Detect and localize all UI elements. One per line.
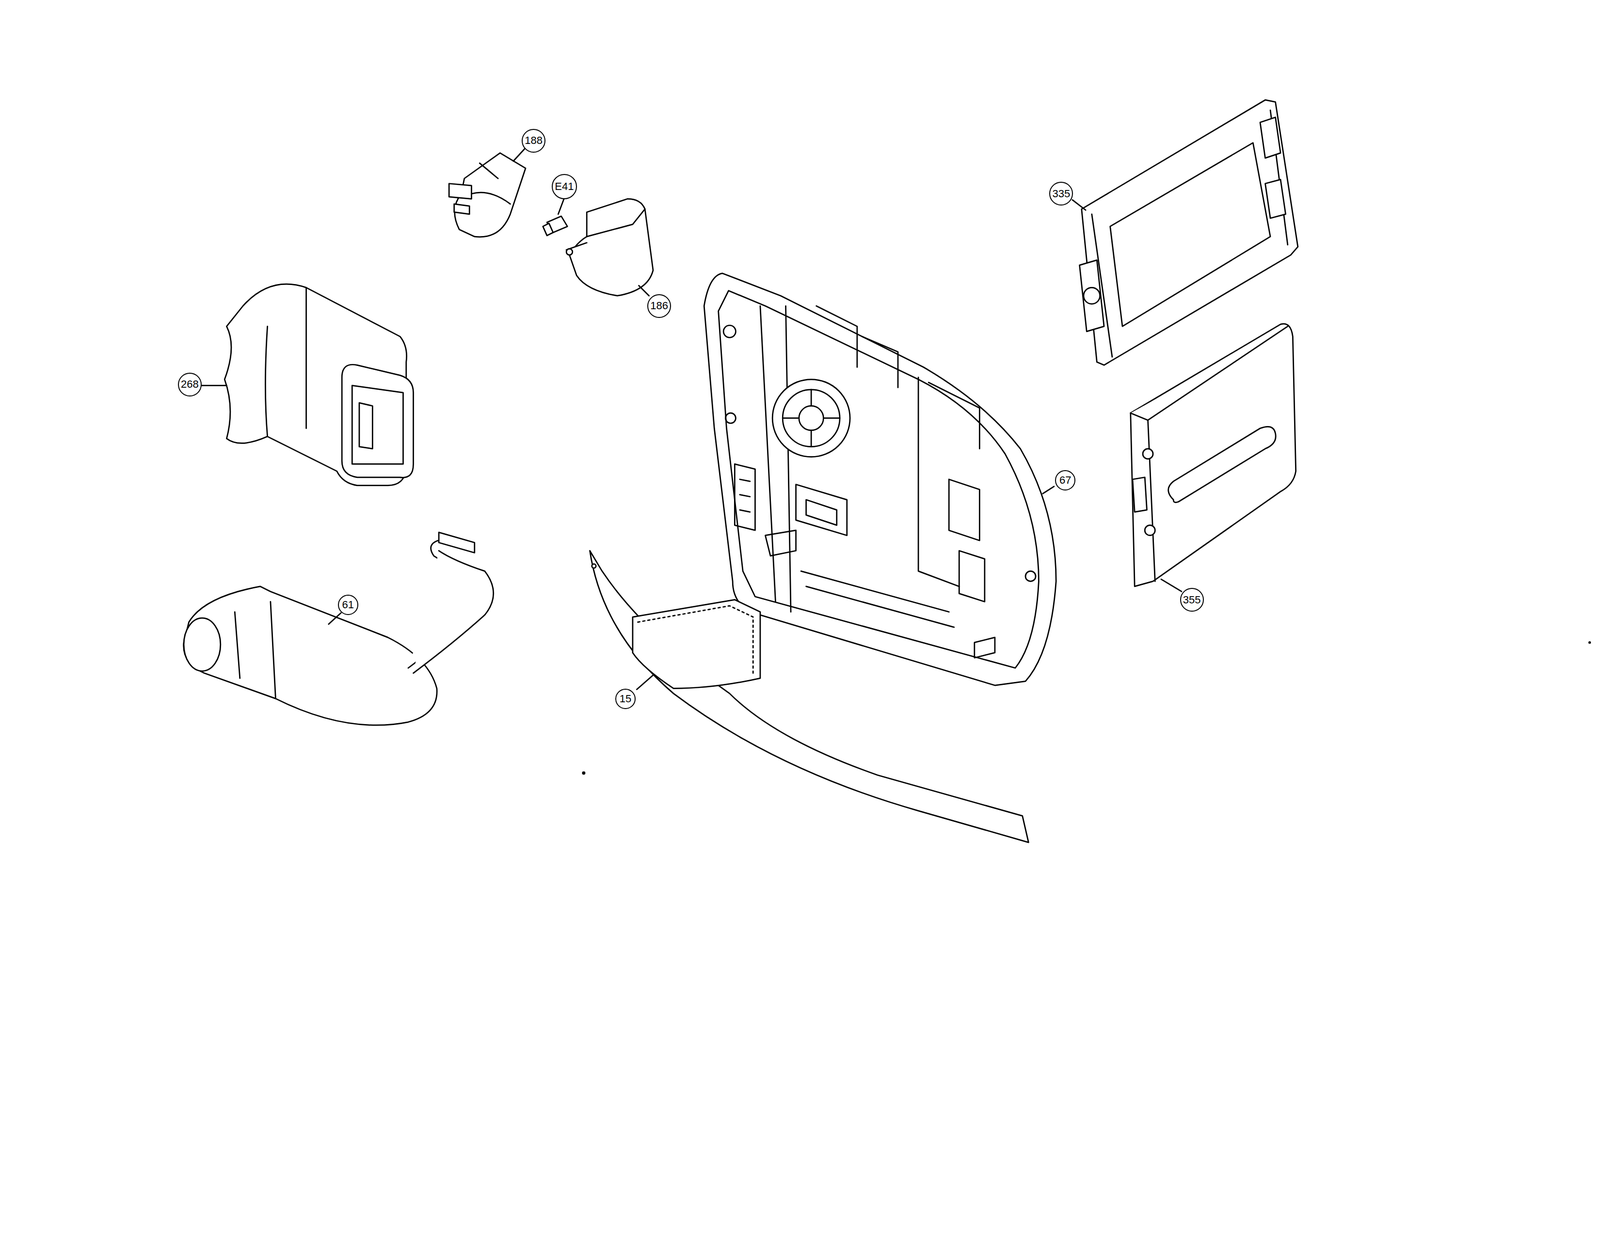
hand-strap-part — [592, 564, 596, 569]
callout-number: 188 — [521, 128, 546, 153]
stray-dot — [1588, 641, 1591, 644]
grip-hood-part — [352, 385, 403, 464]
grip-hood-part — [265, 287, 306, 437]
callout-number: 15 — [615, 688, 636, 710]
cassette-cover-part — [1130, 326, 1288, 582]
callout-number: E41 — [551, 174, 577, 200]
hand-strap — [590, 550, 1029, 843]
callout-number: 335 — [1049, 181, 1073, 206]
cover-part — [566, 248, 573, 256]
cover — [566, 198, 654, 296]
side-panel-part — [760, 305, 791, 612]
callout-number: 268 — [177, 372, 202, 397]
callout-number: 61 — [337, 594, 359, 616]
side-panel-part — [725, 413, 736, 424]
leader-lines-part — [513, 148, 525, 161]
callout-text: 268 — [180, 378, 199, 391]
callout-text: 188 — [524, 134, 543, 147]
side-panel-part — [948, 479, 985, 603]
side-panel-part — [723, 325, 736, 338]
leader-lines-part — [1072, 199, 1086, 210]
lcd-frame — [1079, 99, 1298, 366]
viewfinder-part — [413, 550, 494, 674]
callout-text: 61 — [341, 598, 354, 612]
callout-text: 355 — [1183, 593, 1201, 607]
side-panel-part — [772, 379, 850, 458]
side-panel-part — [718, 290, 1040, 669]
hand-strap-part — [632, 599, 761, 689]
screw — [543, 216, 568, 236]
side-panel-part — [765, 530, 796, 557]
stray-dot — [582, 772, 585, 775]
side-panel-part — [806, 499, 837, 526]
leader-lines-part — [636, 675, 654, 690]
lcd-frame-part — [1110, 143, 1271, 327]
cassette-cover-part — [1144, 525, 1155, 536]
hand-strap-part — [637, 606, 753, 674]
callout-number: 67 — [1055, 470, 1076, 491]
viewfinder-part — [183, 586, 437, 726]
viewfinder-part — [183, 618, 221, 672]
callout-number: 186 — [647, 294, 672, 319]
side-panel-part — [782, 389, 840, 448]
side-panel-part — [782, 389, 840, 448]
callout-text: 186 — [650, 299, 669, 313]
leader-lines-part — [558, 197, 565, 215]
grip-hood-part — [341, 364, 414, 478]
lcd-frame-part — [1091, 110, 1288, 357]
side-panel-part — [974, 637, 995, 658]
hand-strap-part — [590, 550, 1029, 843]
leader-lines — [201, 148, 1182, 690]
lcd-frame-part — [1260, 117, 1286, 219]
grip-hood — [224, 284, 414, 486]
lcd-frame-part — [1081, 99, 1298, 366]
viewfinder — [183, 532, 494, 726]
callout-text: 15 — [619, 692, 632, 706]
viewfinder-part — [234, 601, 276, 699]
lcd-frame-part — [1083, 287, 1101, 304]
side-panel-part — [1025, 571, 1036, 582]
lcd-frame-part — [1079, 260, 1105, 332]
leader-lines-part — [639, 285, 650, 296]
leader-lines-part — [328, 613, 341, 625]
side-panel-part — [734, 464, 755, 531]
leader-lines-part — [1042, 486, 1055, 495]
callout-number: 355 — [1180, 588, 1204, 612]
cassette-cover-part — [1132, 477, 1147, 513]
side-panel-part — [800, 571, 955, 628]
leader-lines-part — [201, 384, 227, 387]
bracket-part — [454, 204, 470, 215]
cassette-cover-part — [1142, 448, 1153, 460]
screw-part — [543, 223, 554, 236]
cassette-cover-part — [1168, 426, 1277, 503]
cover-part — [566, 208, 645, 256]
grip-hood-part — [359, 402, 373, 449]
bracket-part — [448, 183, 472, 200]
callout-text: 335 — [1052, 187, 1071, 201]
leader-lines-part — [1161, 579, 1182, 592]
side-panel-part — [799, 405, 824, 431]
bracket-part — [471, 163, 511, 205]
callout-text: 67 — [1059, 474, 1072, 487]
cassette-cover-part — [1130, 323, 1296, 587]
viewfinder-part — [438, 532, 475, 553]
side-panel-part — [796, 484, 848, 536]
bracket — [448, 153, 526, 238]
callout-text: E41 — [554, 180, 574, 193]
side-panel-part — [816, 305, 898, 388]
cassette-cover — [1130, 323, 1296, 587]
